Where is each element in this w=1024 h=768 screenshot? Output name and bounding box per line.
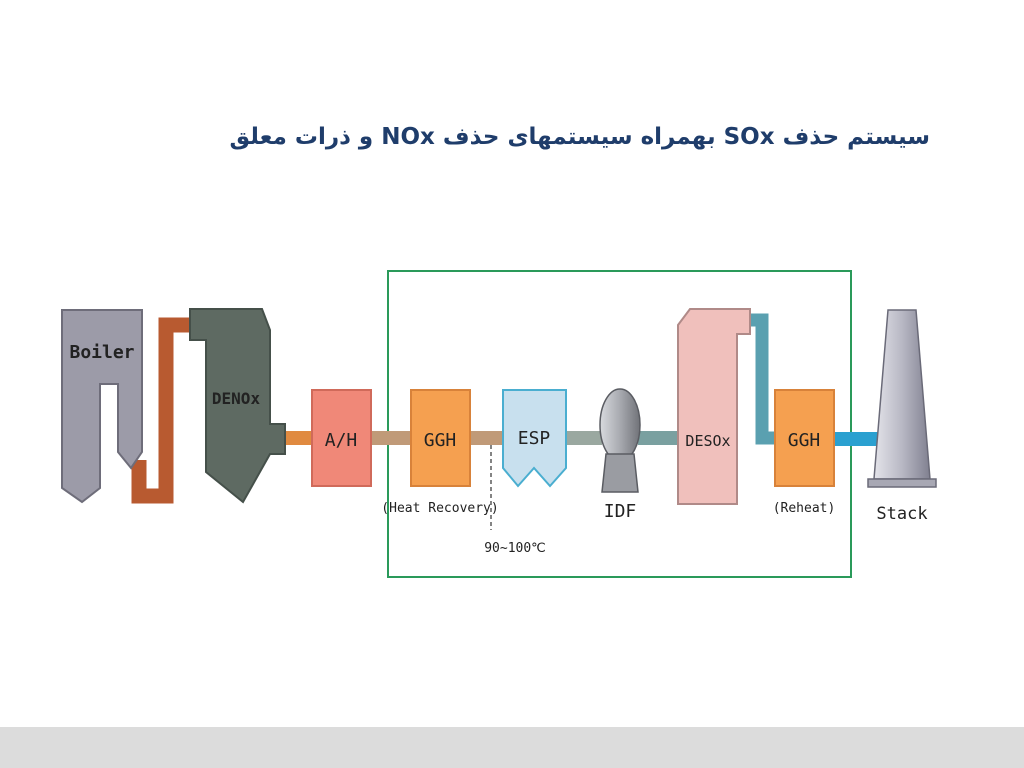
denox-label: DENOx (212, 389, 261, 408)
duct-ah-ggh (370, 431, 412, 445)
ggh2-label: GGH (788, 430, 821, 451)
esp-label: ESP (518, 428, 551, 449)
slide-title: سیستم حذف SOx بهمراه سیستمهای حذف NOx و … (229, 124, 930, 150)
stack-unit (867, 309, 937, 488)
ggh-heat-recovery-unit: GGH (410, 389, 471, 487)
stack-label: Stack (876, 504, 927, 524)
duct-ggh-esp (470, 431, 504, 445)
scrubber-scope-frame (387, 270, 852, 578)
duct-ggh-stack (834, 432, 880, 446)
ah-label: A/H (325, 430, 358, 451)
idf-label: IDF (604, 501, 637, 522)
desox-label: DESOx (685, 432, 730, 450)
duct-desox-ggh (750, 313, 776, 445)
desox-unit: DESOx (677, 308, 751, 505)
duct-denox-ah (282, 431, 314, 445)
heat-recovery-caption: (Heat Recovery) (381, 501, 498, 516)
duct-boiler-denox (131, 317, 192, 504)
boiler-label: Boiler (69, 342, 134, 363)
idf-fan-unit (599, 388, 641, 493)
denox-unit: DENOx (189, 308, 286, 504)
reheat-caption: (Reheat) (773, 501, 836, 516)
esp-unit: ESP (502, 389, 567, 488)
temperature-caption: 90~100℃ (484, 541, 546, 556)
duct-esp-idf (566, 431, 602, 445)
duct-idf-desox (638, 431, 678, 445)
air-heater-unit: A/H (311, 389, 372, 487)
ggh1-label: GGH (424, 430, 457, 451)
footer-bar (0, 727, 1024, 768)
boiler-unit: Boiler (61, 309, 143, 504)
ggh-reheat-unit: GGH (774, 389, 835, 487)
